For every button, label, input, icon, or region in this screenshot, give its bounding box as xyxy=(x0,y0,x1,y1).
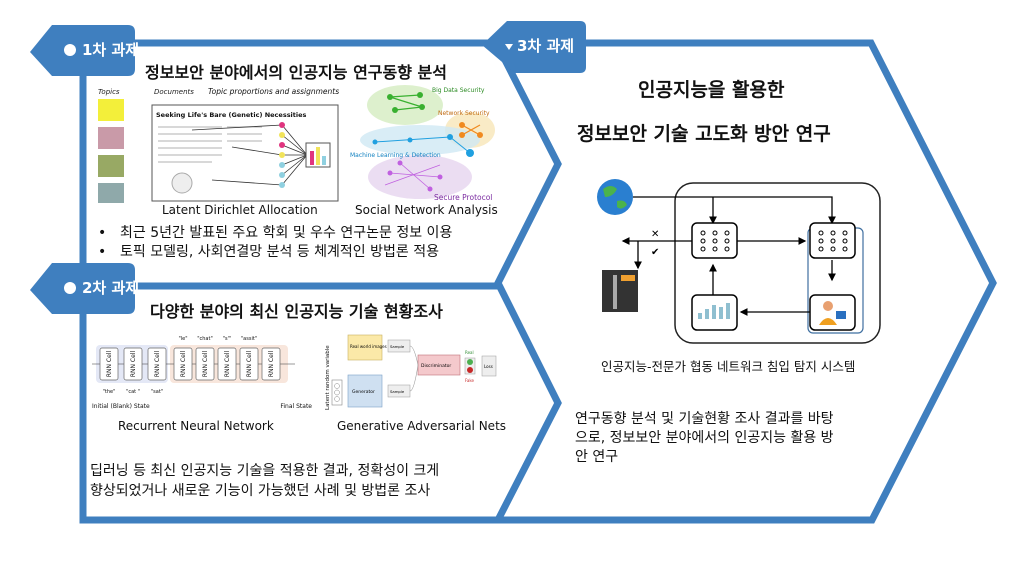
sna-caption: Social Network Analysis xyxy=(355,203,498,217)
gan-real-label: Real world images xyxy=(350,344,387,349)
accept-check-icon: ✔ xyxy=(651,247,659,258)
task3-title-line2: 정보보안 기술 고도화 방안 연구 xyxy=(577,123,831,145)
gan-fake-output: Fake xyxy=(465,378,475,383)
rnn-caption: Recurrent Neural Network xyxy=(118,419,274,433)
gan-caption: Generative Adversarial Nets xyxy=(337,419,507,433)
task2-paragraph-line: 딥러닝 등 최신 인공지능 기술을 적용한 결과, 정확성이 크게 xyxy=(90,463,440,479)
task1-badge: 1차 과제 xyxy=(82,41,140,59)
task2-badge: 2차 과제 xyxy=(82,279,140,297)
task3-paragraph-line: 안 연구 xyxy=(575,449,619,465)
rnn-cell-label: RNN Cell xyxy=(180,351,187,378)
bullet-dot-icon: • xyxy=(98,225,107,241)
gan-figure: Real world images Generator Sample Sampl… xyxy=(325,334,497,410)
reject-x-icon: ✕ xyxy=(651,229,659,240)
task3-frame xyxy=(492,39,997,524)
topic-card xyxy=(98,183,124,203)
rnn-final-label: Final State xyxy=(280,403,312,410)
task1-bullet-text: 최근 5년간 발표된 주요 학회 및 우수 연구논문 정보 이용 xyxy=(120,225,453,241)
task2-title: 다양한 분야의 최신 인공지능 기술 현황조사 xyxy=(150,302,443,321)
gan-sample-label: Sample xyxy=(390,389,405,394)
topic-card xyxy=(98,155,124,177)
lda-proportions-label: Topic proportions and assignments xyxy=(208,87,339,96)
lda-topics-label: Topics xyxy=(98,88,120,96)
bullet-dot-icon xyxy=(64,44,76,56)
lda-caption: Latent Dirichlet Allocation xyxy=(162,203,318,217)
task3-title-line1: 인공지능을 활용한 xyxy=(638,79,785,101)
sna-figure: Big Data Security Network Security Machi… xyxy=(350,85,495,202)
globe-icon xyxy=(597,179,633,215)
task3-paragraph-line: 연구동향 분석 및 기술현황 조사 결과를 바탕 xyxy=(575,411,834,427)
task1-badge-shape xyxy=(30,25,135,76)
lda-doc-title: Seeking Life's Bare (Genetic) Necessitie… xyxy=(156,111,307,119)
rnn-output: "assit" xyxy=(241,336,257,342)
task2-paragraph-line: 향상되었거나 새로운 기능이 가능했던 사례 및 방법론 조사 xyxy=(90,483,431,499)
rnn-input: "cat " xyxy=(126,389,140,395)
gan-discriminator-label: Discriminator xyxy=(421,363,451,369)
gan-generator-label: Generator xyxy=(352,389,375,395)
task3-badge: 3차 과제 xyxy=(517,37,575,55)
task1-bullet: • 토픽 모델링, 사회연결망 분석 등 체계적인 방법론 적용 xyxy=(98,243,439,262)
rnn-cell-label: RNN Cell xyxy=(246,351,253,378)
sna-label: Secure Protocol xyxy=(434,193,492,202)
triangle-down-icon xyxy=(505,44,513,50)
rnn-cell-label: RNN Cell xyxy=(106,351,113,378)
task1-title: 정보보안 분야에서의 인공지능 연구동향 분석 xyxy=(145,63,447,82)
task1-bullet: • 최근 5년간 발표된 주요 학회 및 우수 연구논문 정보 이용 xyxy=(98,224,452,243)
rnn-output: "s'" xyxy=(223,336,232,342)
task1-frame xyxy=(79,39,495,283)
rnn-initial-label: Initial (Blank) State xyxy=(92,403,150,410)
bullet-dot-icon: • xyxy=(98,244,107,260)
gan-sample-label: Sample xyxy=(390,344,405,349)
computer-icon xyxy=(836,311,846,319)
rnn-input: "the" xyxy=(103,389,116,395)
sna-label: Big Data Security xyxy=(432,87,485,94)
ids-diagram-caption: 인공지능-전문가 협동 네트워크 침입 탐지 시스템 xyxy=(601,359,856,374)
task2-frame xyxy=(79,282,498,524)
sna-label: Network Security xyxy=(438,110,490,117)
rnn-input: "sat" xyxy=(151,389,163,395)
bullet-dot-icon xyxy=(64,282,76,294)
task3-paragraph-line: 으로, 정보보안 분야에서의 인공지능 활용 방 xyxy=(575,430,834,446)
sna-label: Machine Learning & Detection xyxy=(350,152,441,159)
expert-icon xyxy=(823,301,833,311)
rnn-cell-label: RNN Cell xyxy=(154,351,161,378)
rnn-cell-label: RNN Cell xyxy=(268,351,275,378)
gan-loss-label: Loss xyxy=(484,364,493,369)
rnn-cell-label: RNN Cell xyxy=(224,351,231,378)
topic-card xyxy=(98,127,124,149)
rnn-output: "le" xyxy=(178,336,187,342)
rnn-figure: RNN Cell RNN Cell RNN Cell RNN Cell RNN … xyxy=(92,336,312,410)
task3-badge-shape xyxy=(482,21,586,73)
lda-figure: Topics Documents Topic proportions and a… xyxy=(98,87,339,203)
security-expert-node xyxy=(809,294,856,331)
gan-real-output: Real xyxy=(465,350,474,355)
rnn-cell-label: RNN Cell xyxy=(202,351,209,378)
rnn-cell-label: RNN Cell xyxy=(130,351,137,378)
ids-diagram: ✕ ✔ xyxy=(597,179,881,344)
topic-card xyxy=(98,99,124,121)
rnn-output: "chat" xyxy=(197,336,213,342)
task1-bullet-text: 토픽 모델링, 사회연결망 분석 등 체계적인 방법론 적용 xyxy=(120,244,439,260)
gan-latent-label: Latent random variable xyxy=(325,345,331,410)
task2-badge-shape xyxy=(30,263,135,314)
lda-documents-label: Documents xyxy=(154,88,194,96)
